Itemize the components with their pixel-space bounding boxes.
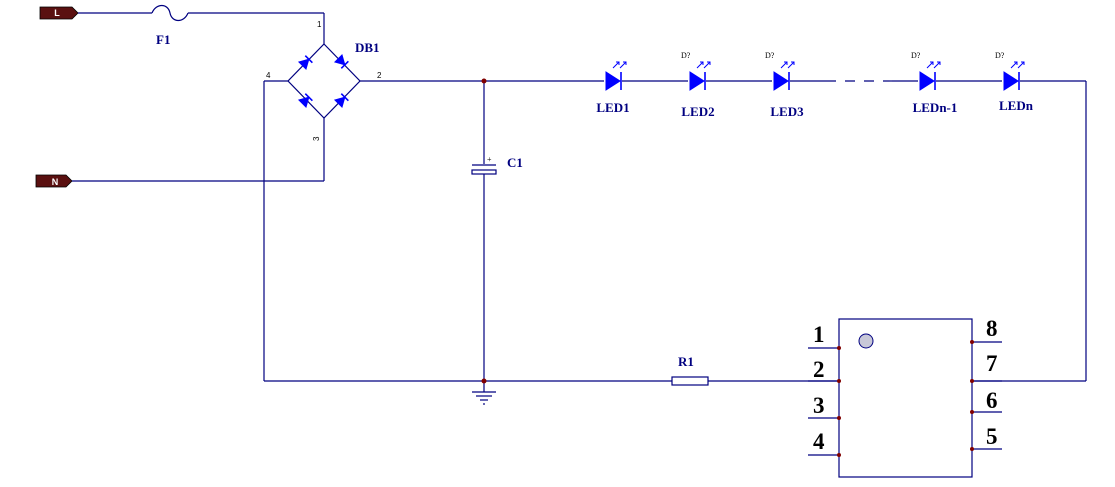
ic-pin-1: 1 (813, 322, 825, 347)
led-1-label: LED1 (596, 100, 629, 115)
wires (72, 12, 1087, 392)
resistor-r1: R1 (671, 354, 709, 386)
junction-node-top (481, 78, 487, 84)
resistor-label: R1 (678, 354, 694, 369)
capacitor-c1: + C1 (471, 155, 523, 175)
bridge-pin3: 3 (312, 136, 321, 141)
led-3-designator: D? (765, 51, 775, 60)
bridge-label: DB1 (355, 40, 380, 55)
led-n-designator: D? (995, 51, 1005, 60)
led-3-label: LED3 (770, 104, 804, 119)
ic-pin-5: 5 (986, 424, 998, 449)
ic-pin-7: 7 (986, 351, 998, 376)
ic-pin-2: 2 (813, 357, 825, 382)
port-neutral-label: N (52, 177, 59, 187)
led-2-designator: D? (681, 51, 691, 60)
ic-pin-8: 8 (986, 316, 998, 341)
port-line: L (39, 6, 79, 20)
bridge-rectifier-db1: DB1 1 2 3 4 (266, 20, 382, 141)
ic-pin-3: 3 (813, 393, 825, 418)
led-1: LED1 (596, 61, 630, 115)
led-n-minus-1: D? LEDn-1 (911, 51, 957, 115)
capacitor-label: C1 (507, 155, 523, 170)
bridge-pin1: 1 (317, 20, 322, 29)
ic-pin-4: 4 (813, 429, 825, 454)
port-line-label: L (54, 8, 60, 18)
fuse-label: F1 (156, 32, 170, 47)
led-n-label: LEDn (999, 98, 1034, 113)
led-2-label: LED2 (681, 104, 714, 119)
led-3: D? LED3 (765, 51, 804, 119)
led-n-minus-1-label: LEDn-1 (913, 100, 958, 115)
port-neutral: N (35, 174, 73, 188)
ic-pin-6: 6 (986, 388, 998, 413)
bridge-pin4: 4 (266, 71, 271, 80)
ic-driver: 1 2 3 4 8 7 6 5 (808, 316, 1002, 478)
ic-pin1-marker (858, 333, 874, 349)
capacitor-polarity: + (487, 155, 492, 164)
fuse-f1: F1 (151, 4, 189, 47)
led-2: D? LED2 (681, 51, 715, 119)
bridge-pin2: 2 (377, 71, 382, 80)
led-n-minus-1-designator: D? (911, 51, 921, 60)
ground-symbol (472, 391, 496, 405)
junction-node-bottom (481, 378, 487, 384)
led-n: D? LEDn (995, 51, 1034, 113)
